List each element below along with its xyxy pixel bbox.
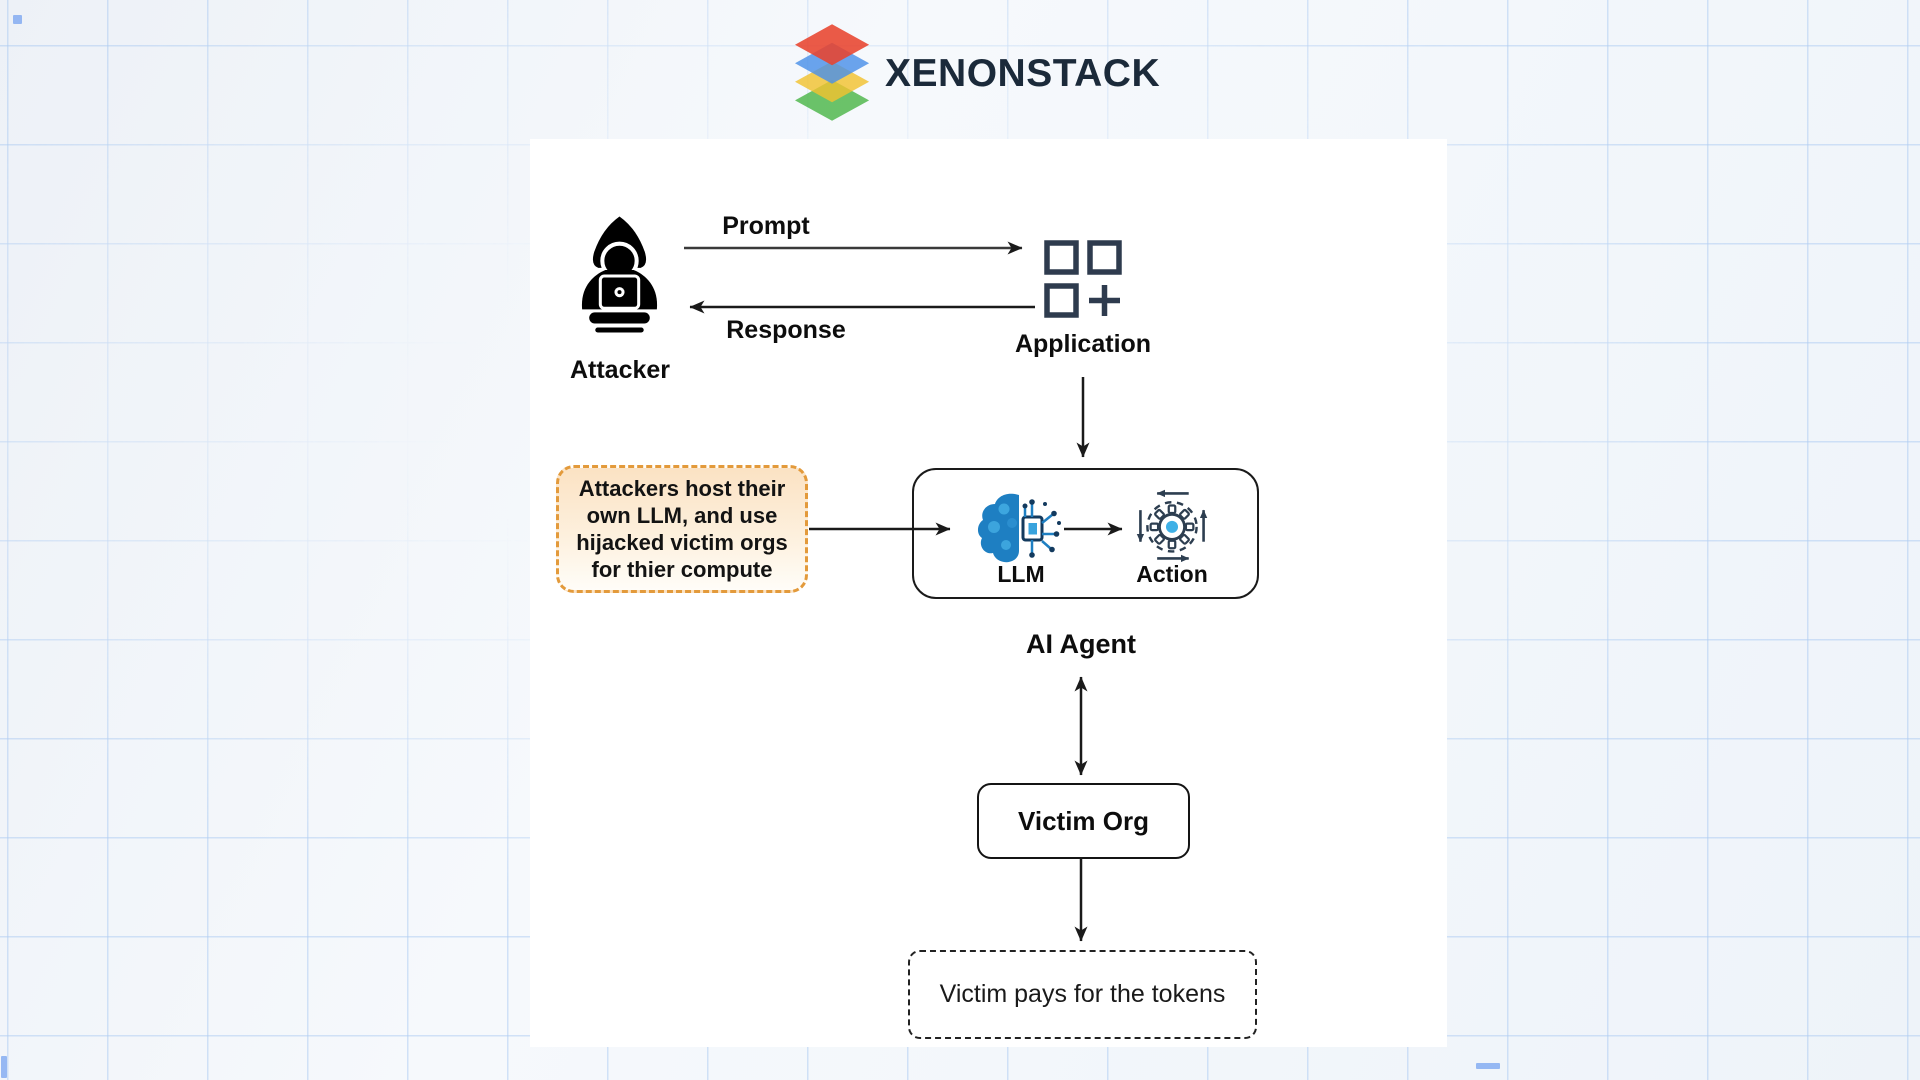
note-line: Attackers host their: [578, 476, 786, 501]
prompt-label: Prompt: [722, 212, 810, 240]
attacker-label: Attacker: [569, 356, 671, 384]
application-grid-icon: [1041, 237, 1125, 321]
grid-accent-tick: [13, 15, 22, 24]
action-gear-cycle-icon: [1133, 486, 1211, 564]
layered-diamonds-icon: [795, 24, 873, 124]
victim-pays-label: Victim pays for the tokens: [939, 980, 1226, 1008]
brand-logo: XENONSTACK: [795, 24, 1160, 124]
note-line: hijacked victim orgs: [576, 530, 788, 555]
ai-agent-box: [912, 468, 1259, 599]
llm-label: LLM: [997, 561, 1045, 587]
note-line: for thier compute: [591, 557, 773, 582]
hacker-icon: [567, 214, 672, 336]
note-line: own LLM, and use: [586, 503, 778, 528]
grid-accent-tick: [1476, 1063, 1500, 1069]
victim-org-label: Victim Org: [1017, 805, 1149, 836]
victim-pays-box: Victim pays for the tokens: [908, 950, 1257, 1039]
llm-brain-chip-icon: [975, 490, 1065, 566]
application-label: Application: [1014, 330, 1152, 358]
response-label: Response: [726, 316, 846, 344]
brand-name: XENONSTACK: [885, 52, 1161, 95]
action-label: Action: [1136, 561, 1208, 587]
ai-agent-label: AI Agent: [1026, 629, 1136, 659]
victim-org-box: Victim Org: [977, 783, 1190, 859]
attacker-note: Attackers host their own LLM, and use hi…: [556, 465, 808, 593]
grid-accent-tick: [1, 1056, 7, 1078]
